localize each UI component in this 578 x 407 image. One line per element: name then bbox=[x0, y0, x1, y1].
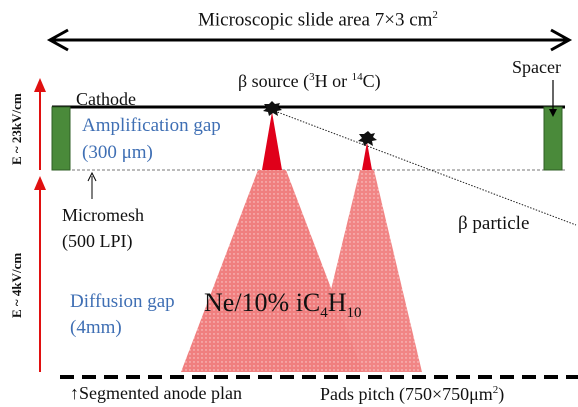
spacer-left bbox=[51, 106, 71, 171]
beta-source-label: β source (3H or 14C) bbox=[238, 71, 381, 91]
segmented-anode-label: ↑Segmented anode plan bbox=[70, 383, 242, 403]
beta-particle-track bbox=[271, 109, 577, 226]
diffusion-field-arrow bbox=[34, 176, 46, 372]
beta-source-blob-1 bbox=[263, 101, 282, 116]
beta-source-blob-2 bbox=[358, 131, 377, 146]
slide-width-double-arrow bbox=[46, 28, 573, 52]
slide-area-title: Microscopic slide area 7×3 cm2 bbox=[198, 9, 438, 31]
micromesh-lpi: (500 LPI) bbox=[62, 231, 133, 251]
spacer-label: Spacer bbox=[512, 57, 561, 77]
gas-mixture-label: Ne/10% iC4H10 bbox=[204, 288, 362, 322]
spacer-pointer-arrow bbox=[549, 80, 557, 117]
diffusion-gap-size: (4mm) bbox=[70, 317, 122, 338]
micromesh-label: Micromesh bbox=[62, 205, 144, 225]
amplification-gap-label: Amplification gap bbox=[82, 115, 221, 136]
micromesh-pointer-arrow bbox=[87, 171, 97, 199]
segmented-anode-arrow-icon: ↑ bbox=[70, 383, 79, 403]
beta-particle-label: β particle bbox=[458, 213, 530, 234]
diffusion-cone-right bbox=[311, 170, 422, 372]
pads-pitch-label: Pads pitch (750×750μm2) bbox=[320, 384, 505, 404]
amplification-gap-size: (300 μm) bbox=[82, 142, 153, 163]
amplification-field-arrow bbox=[34, 78, 46, 170]
diffusion-gap-label: Diffusion gap bbox=[70, 291, 175, 312]
amplification-cone-right bbox=[362, 142, 372, 170]
amplification-field-label: E ~ 23kV/cm bbox=[9, 93, 24, 165]
amplification-cone-left bbox=[262, 112, 282, 170]
cathode-label: Cathode bbox=[76, 89, 136, 109]
diffusion-cone-left bbox=[181, 170, 363, 372]
diffusion-field-label: E ~ 4kV/cm bbox=[9, 252, 24, 318]
